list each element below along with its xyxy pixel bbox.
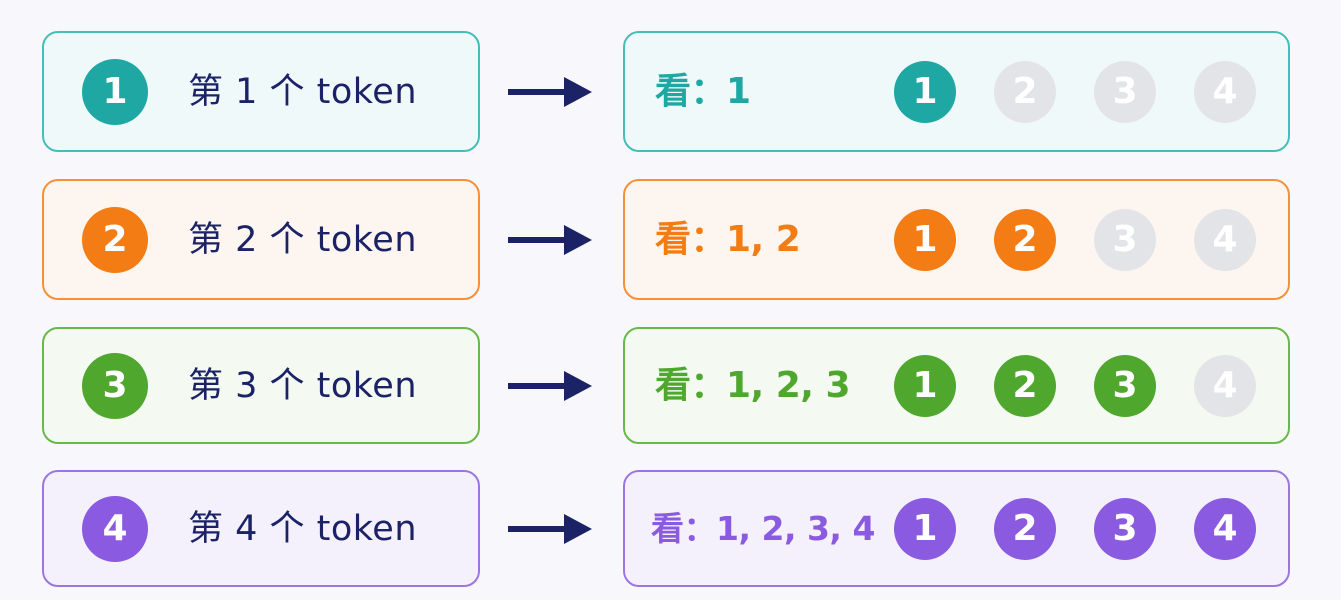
position-dot-visible: 3 (1094, 497, 1156, 560)
position-dot-masked: 4 (1194, 208, 1256, 271)
visible-tokens-text: 看：1, 2 (655, 218, 801, 260)
token-number-badge: 3 (82, 352, 148, 419)
position-dot-masked: 4 (1194, 60, 1256, 123)
right-arrow-icon (508, 224, 592, 255)
right-arrow-icon (508, 76, 592, 107)
position-dot-masked: 3 (1094, 208, 1156, 271)
token-box: 3 第 3 个 token (42, 327, 480, 444)
position-dot-visible: 2 (994, 497, 1056, 560)
right-arrow-icon (508, 370, 592, 401)
position-dot-masked: 4 (1194, 354, 1256, 417)
position-dot-masked: 3 (1094, 60, 1156, 123)
token-label: 第 3 个 token (188, 365, 418, 406)
position-dot-visible: 1 (894, 60, 956, 123)
token-label: 第 4 个 token (188, 508, 418, 549)
position-dot-visible: 2 (994, 208, 1056, 271)
position-dot-visible: 1 (894, 354, 956, 417)
token-label: 第 2 个 token (188, 219, 418, 260)
token-number-badge: 4 (82, 495, 148, 562)
token-box: 4 第 4 个 token (42, 470, 480, 587)
token-number-badge: 1 (82, 58, 148, 125)
token-number-badge: 2 (82, 206, 148, 273)
position-dot-visible: 1 (894, 208, 956, 271)
position-dot-visible: 1 (894, 497, 956, 560)
token-box: 1 第 1 个 token (42, 31, 480, 152)
visible-tokens-text: 看：1 (655, 70, 751, 112)
position-dot-visible: 3 (1094, 354, 1156, 417)
visible-tokens-text: 看：1, 2, 3, 4 (651, 508, 875, 548)
right-arrow-icon (508, 513, 592, 544)
position-dot-masked: 2 (994, 60, 1056, 123)
visible-tokens-text: 看：1, 2, 3 (655, 364, 851, 406)
position-dot-visible: 2 (994, 354, 1056, 417)
position-dot-visible: 4 (1194, 497, 1256, 560)
token-label: 第 1 个 token (188, 71, 418, 112)
token-box: 2 第 2 个 token (42, 179, 480, 300)
